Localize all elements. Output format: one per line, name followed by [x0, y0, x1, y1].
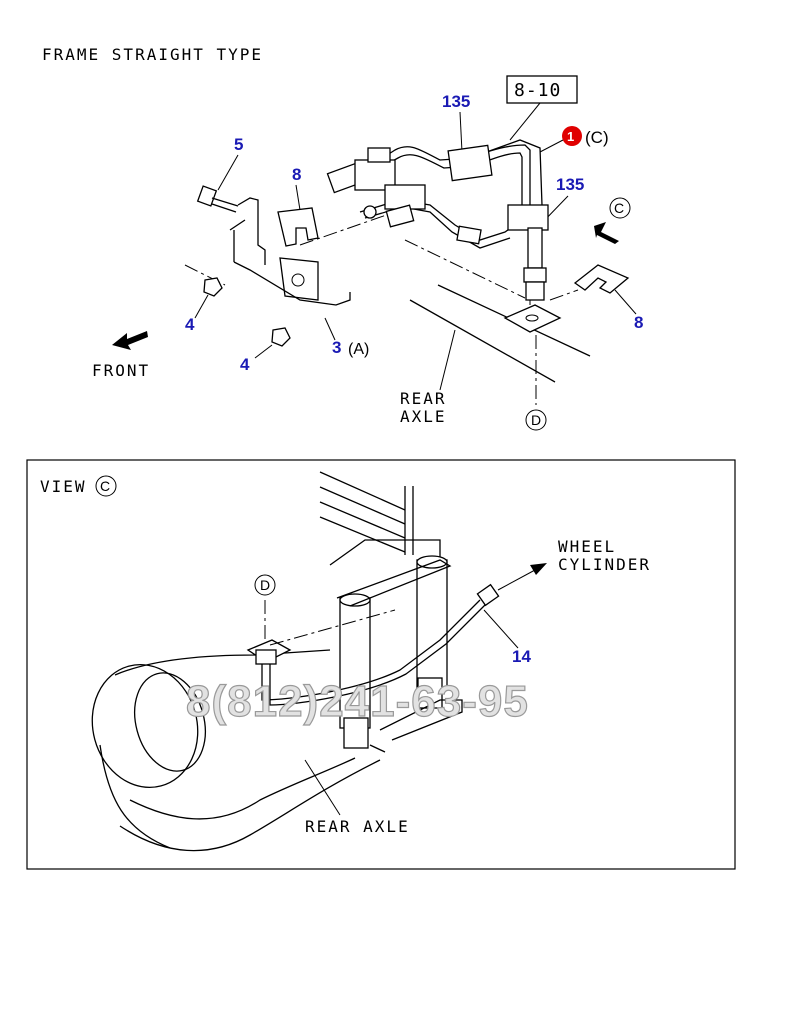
rear-axle-label-2: AXLE [400, 407, 447, 426]
callout-8-top[interactable]: 8 [292, 165, 301, 184]
front-label: FRONT [92, 361, 150, 380]
reference-box-label: 8-10 [514, 80, 561, 101]
clip-icon-top [277, 207, 319, 247]
circle-d-bottom [254, 574, 276, 596]
pipe-clamp [447, 144, 493, 182]
circle-d-top [525, 409, 547, 431]
wheel-cylinder-arrow-icon [530, 563, 547, 575]
view-arrow-icon [594, 222, 619, 244]
pipe-fitting-2 [456, 225, 482, 245]
pipe-clamp-vertical [507, 204, 549, 231]
wheel-cylinder-leader [497, 569, 536, 591]
reference-box[interactable]: 8-10 [506, 75, 578, 104]
tag-c: (C) [585, 128, 609, 147]
ref-circle-1[interactable]: 1 [562, 126, 582, 146]
brake-pipe-view [246, 583, 500, 706]
callout-14[interactable]: 14 [512, 647, 531, 666]
tag-a: (A) [348, 341, 369, 358]
view-c-circle [95, 475, 117, 497]
rear-axle-bottom-label: REAR AXLE [305, 817, 410, 836]
nut-icon-left [203, 277, 223, 297]
leaf-spring [319, 471, 441, 566]
callout-135-right[interactable]: 135 [556, 175, 584, 194]
hose-nut [525, 281, 545, 301]
axle-housing [91, 649, 381, 852]
nut-icon-bottom [271, 327, 291, 347]
callout-135-top[interactable]: 135 [442, 92, 470, 111]
view-c-indicator: C [594, 197, 631, 244]
cylinder-label: CYLINDER [558, 555, 651, 574]
bolt-icon [196, 185, 239, 213]
three-way-joint [326, 147, 426, 219]
u-bolts [336, 555, 463, 753]
ref-circle-1-label: 1 [567, 129, 574, 144]
pipe-stub [527, 227, 543, 269]
circle-d-top-letter: D [531, 412, 541, 428]
callout-4-left[interactable]: 4 [185, 315, 195, 334]
front-arrow-icon [112, 331, 148, 350]
circle-c-letter: C [614, 200, 624, 216]
callout-8-right[interactable]: 8 [634, 313, 643, 332]
view-c-panel [26, 459, 736, 870]
view-c-circle-letter: C [100, 478, 110, 494]
pipe-fitting [385, 204, 415, 228]
mount-plate [503, 304, 562, 333]
view-label: VIEW [40, 477, 87, 496]
watermark: 8(812)241-63-95 [186, 677, 529, 726]
brake-pipes-top [299, 139, 543, 305]
wheel-label: WHEEL [558, 537, 616, 556]
diagram-title: FRAME STRAIGHT TYPE [42, 45, 263, 64]
callout-5[interactable]: 5 [234, 135, 243, 154]
clip-icon-right [573, 264, 630, 294]
callout-3[interactable]: 3 [332, 338, 341, 357]
rear-axle-top [404, 239, 591, 383]
hose-fitting [523, 267, 547, 283]
circle-d-bottom-letter: D [260, 577, 270, 593]
rear-axle-label-1: REAR [400, 389, 447, 408]
callout-4-bottom[interactable]: 4 [240, 355, 250, 374]
